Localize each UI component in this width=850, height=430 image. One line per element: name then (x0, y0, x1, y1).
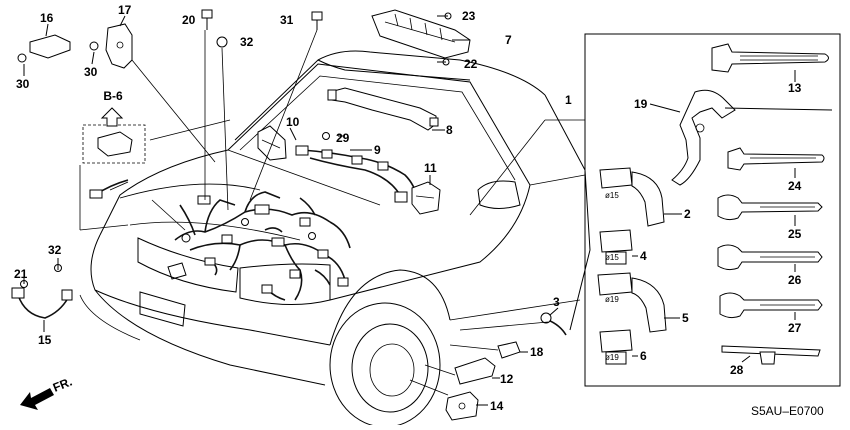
harness-9 (295, 132, 419, 203)
diagram-code: S5AU–E0700 (751, 404, 824, 418)
callout-17: 17 (118, 3, 132, 17)
callout-29: 29 (336, 131, 350, 145)
reference-label: B-6 (103, 89, 123, 103)
callout-2: 2 (684, 207, 691, 221)
callout-14: 14 (490, 399, 504, 413)
bracket-18 (497, 341, 521, 359)
callout-32-left: 32 (48, 243, 62, 257)
callout-30-right: 30 (84, 65, 98, 79)
callout-3: 3 (553, 295, 560, 309)
front-label: FR. (51, 375, 74, 395)
callout-26: 26 (788, 273, 802, 287)
clamp-4 (599, 229, 633, 265)
connector-11 (411, 181, 441, 215)
callout-1: 1 (565, 93, 572, 107)
callout-30-left: 30 (16, 77, 30, 91)
bracket-8 (327, 87, 439, 131)
callout-11: 11 (424, 161, 437, 175)
callout-12: 12 (500, 372, 514, 386)
callout-16: 16 (40, 11, 54, 25)
clip-size-5: ø19 (605, 295, 619, 304)
sensor-reference-box (82, 107, 146, 164)
callout-15: 15 (38, 333, 52, 347)
leader-lines (23, 15, 796, 406)
callout-10: 10 (286, 115, 300, 129)
clip-24 (727, 147, 825, 171)
callout-21: 21 (14, 267, 28, 281)
holder-19 (671, 89, 833, 186)
clip-group-panel (584, 33, 841, 387)
callout-27: 27 (788, 321, 802, 335)
clip-27 (719, 292, 823, 319)
callout-20: 20 (182, 13, 196, 27)
bolt-31 (311, 11, 323, 30)
clip-28 (721, 345, 821, 365)
arrow-icon (20, 388, 54, 410)
callout-32-top: 32 (240, 35, 254, 49)
clip-size-2: ø15 (605, 191, 619, 200)
callout-28: 28 (730, 363, 744, 377)
callout-25: 25 (788, 227, 802, 241)
bracket-10 (257, 125, 287, 161)
bracket-14 (445, 391, 479, 421)
clamp-5 (597, 272, 667, 333)
callout-18: 18 (530, 345, 544, 359)
car-body-outline (79, 50, 591, 428)
callout-8: 8 (446, 123, 453, 137)
nut-32 (216, 36, 228, 48)
callout-5: 5 (682, 311, 689, 325)
bolt-20 (201, 9, 213, 30)
clamp-6 (599, 329, 633, 365)
bracket-17 (89, 23, 133, 69)
callout-23: 23 (462, 9, 476, 23)
callout-24: 24 (788, 179, 802, 193)
clip-26 (717, 244, 823, 271)
harness-cover-7 (371, 9, 471, 66)
front-direction-arrow: FR. (20, 375, 74, 410)
sub-harness-left (89, 179, 129, 199)
callout-7: 7 (505, 33, 512, 47)
clip-25 (717, 194, 823, 221)
callout-9: 9 (374, 143, 381, 157)
engine-wire-harness (174, 191, 351, 301)
callout-6: 6 (640, 349, 647, 363)
sensor-3 (540, 312, 567, 336)
clamp-2 (599, 167, 665, 227)
clip-13 (711, 43, 829, 73)
clip-size-4: ø15 (605, 253, 619, 262)
clip-size-6: ø19 (605, 353, 619, 362)
callout-22: 22 (464, 57, 478, 71)
bracket-12 (454, 357, 496, 385)
callout-19: 19 (634, 97, 648, 111)
callout-4: 4 (640, 249, 647, 263)
callout-31: 31 (280, 13, 294, 27)
bracket-16 (17, 34, 71, 63)
callout-13: 13 (788, 81, 802, 95)
